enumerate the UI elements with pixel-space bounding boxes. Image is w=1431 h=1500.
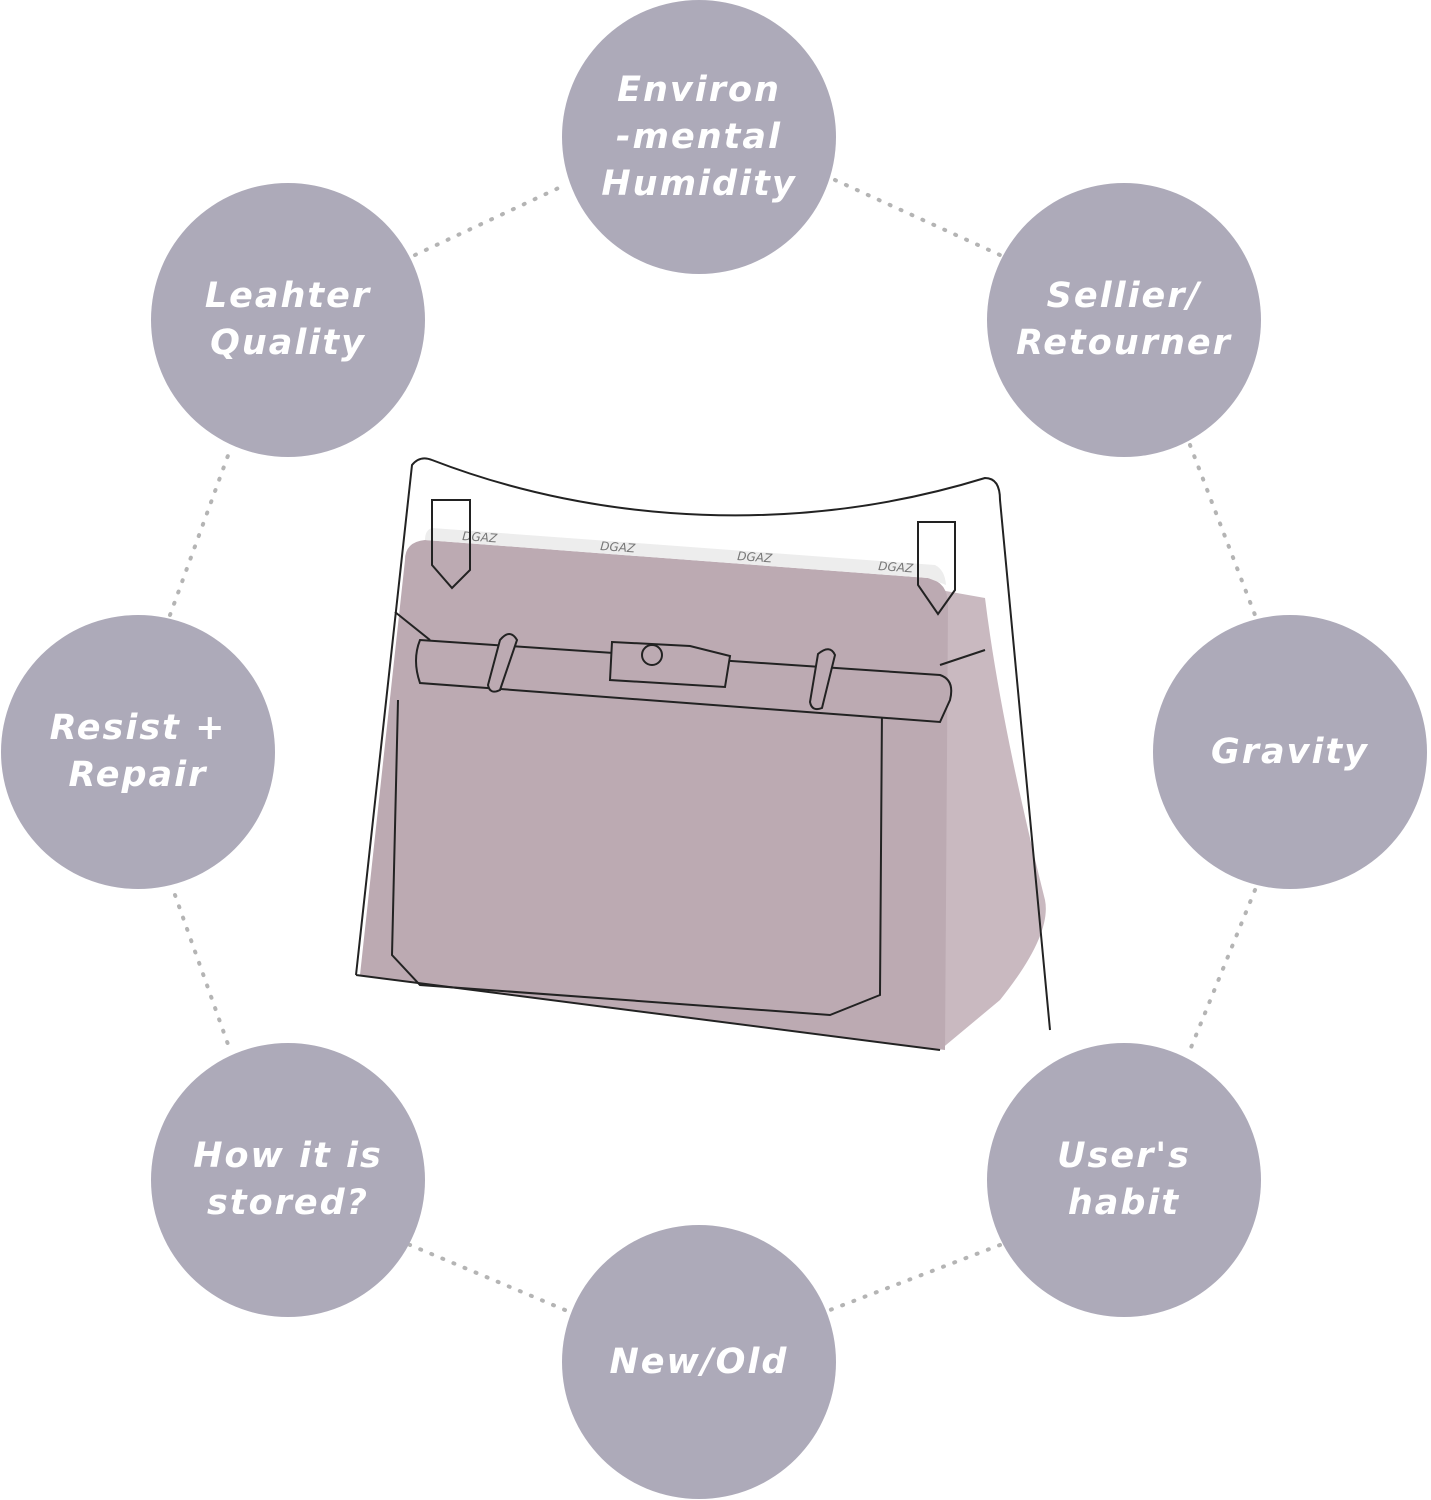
insert-top-band <box>425 528 946 585</box>
factor-label: Resist + Repair <box>49 708 227 795</box>
brand-text: DGAZ <box>462 529 499 545</box>
tab-right <box>917 521 956 616</box>
brand-text: DGAZ <box>737 549 774 565</box>
brand-text: DGAZ <box>600 539 637 555</box>
insert-side-face <box>940 590 1046 1050</box>
strap-right <box>939 649 986 666</box>
factor-label: Gravity <box>1211 731 1369 772</box>
factor-label: Leahter Quality <box>204 276 372 363</box>
tab-left <box>431 499 471 590</box>
factor-label: Environ -mental Humidity <box>601 69 797 204</box>
strap-left <box>394 611 431 641</box>
clasp-plate <box>608 640 732 689</box>
factor-new-old: New/Old <box>562 1225 836 1499</box>
factor-resist-repair: Resist + Repair <box>1 615 275 889</box>
brand-text: DGAZ <box>878 559 915 575</box>
factor-label: Sellier/ Retourner <box>1016 276 1232 363</box>
factor-label: New/Old <box>609 1341 789 1382</box>
factor-user-habit: User's habit <box>987 1043 1261 1317</box>
factor-label: How it is stored? <box>193 1136 383 1223</box>
bag-flap <box>390 699 883 1017</box>
clasp-turnlock <box>641 644 663 666</box>
factor-label: User's habit <box>1057 1136 1191 1223</box>
factor-leather-quality: Leahter Quality <box>151 183 425 457</box>
factor-humidity: Environ -mental Humidity <box>562 0 836 274</box>
belt-loop-left <box>486 633 519 693</box>
factor-sellier-retourner: Sellier/ Retourner <box>987 183 1261 457</box>
belt-loop-right <box>808 648 837 711</box>
factor-storage: How it is stored? <box>151 1043 425 1317</box>
factor-gravity: Gravity <box>1153 615 1427 889</box>
insert-front-face <box>360 540 948 1050</box>
